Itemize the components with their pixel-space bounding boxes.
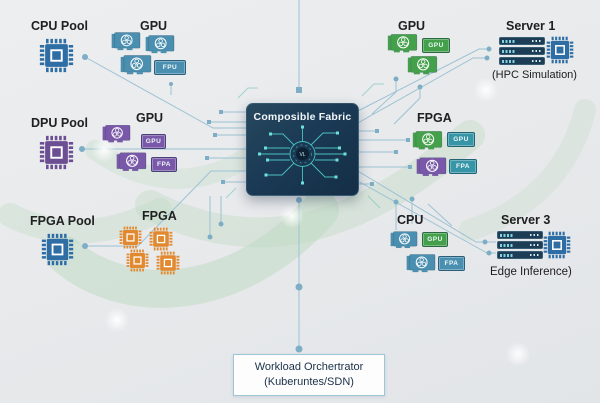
- fpga-pool-label: FPGA Pool: [30, 214, 95, 228]
- mini-card-fpa: FPA: [151, 157, 177, 172]
- orchestrator-line2: (Kuberuntes/SDN): [264, 376, 354, 388]
- server1-label: Server 1: [506, 19, 556, 33]
- mini-card-fpu: FPU: [154, 60, 186, 75]
- gpu-card-icon: [412, 130, 443, 150]
- workload-orchestrator-box: Workload Orchertrator (Kuberuntes/SDN): [233, 354, 385, 396]
- fabric-title: Composible Fabric: [253, 111, 352, 123]
- gpu-right-top-label: GPU: [398, 19, 426, 33]
- server3-chip-icon: [543, 231, 571, 259]
- glow-dot: [472, 76, 500, 104]
- mini-card-gpu: GPU: [422, 38, 450, 53]
- gpu-card-icon: [407, 55, 438, 75]
- server3-rack-icon: [497, 231, 543, 259]
- gpu-card-icon: [387, 33, 418, 53]
- fpga-chip-icon: [156, 251, 180, 275]
- server1-chip-icon: [546, 36, 574, 64]
- gpu-card-icon: [390, 230, 418, 249]
- server3-subtitle: Edge Inference): [490, 266, 572, 278]
- fpga-left-label: FPGA: [142, 209, 177, 223]
- gpu-card-icon: [116, 151, 147, 172]
- orchestrator-line1: Workload Orchertrator: [254, 361, 364, 374]
- glow-dot: [278, 202, 306, 230]
- fpga-pool-chip-icon: [41, 233, 74, 266]
- server1-subtitle: (HPC Simulation): [492, 69, 577, 81]
- mini-card-fpa: FPA: [449, 159, 477, 174]
- gpu-card-icon: [120, 54, 152, 75]
- gpu-left-mid-label: GPU: [136, 111, 164, 125]
- gpu-card-icon: [416, 156, 447, 177]
- cpu-pool-label: CPU Pool: [31, 19, 88, 33]
- glow-dot: [103, 306, 131, 334]
- dpu-pool-chip-icon: [39, 135, 74, 170]
- glow-dot: [504, 340, 532, 368]
- dpu-pool-label: DPU Pool: [31, 116, 88, 130]
- fpga-chip-icon: [119, 226, 142, 249]
- fpga-chip-icon: [149, 227, 173, 251]
- server3-label: Server 3: [501, 213, 551, 227]
- gpu-card-icon: [102, 124, 131, 143]
- cpu-right-label: CPU: [397, 213, 424, 227]
- gpu-left-top-label: GPU: [140, 19, 168, 33]
- server1-rack-icon: [499, 37, 545, 65]
- cpu-pool-chip-icon: [39, 38, 74, 73]
- fabric-core-label: VL: [299, 152, 305, 158]
- gpu-card-icon: [145, 34, 175, 54]
- fpga-right-label: FPGA: [417, 111, 452, 125]
- gpu-card-icon: [111, 31, 141, 51]
- mini-card-fpa: FPA: [438, 256, 465, 271]
- fabric-circuit-graphic: VL: [258, 125, 347, 185]
- mini-card-gpu: GPU: [447, 132, 475, 147]
- gpu-card-icon: [406, 253, 436, 273]
- mini-card-gpu: GPU: [141, 134, 166, 149]
- fpga-chip-icon: [126, 249, 149, 272]
- mini-card-gpu: GPU: [422, 232, 448, 247]
- composable-fabric-box: Composible Fabric VL: [246, 103, 359, 196]
